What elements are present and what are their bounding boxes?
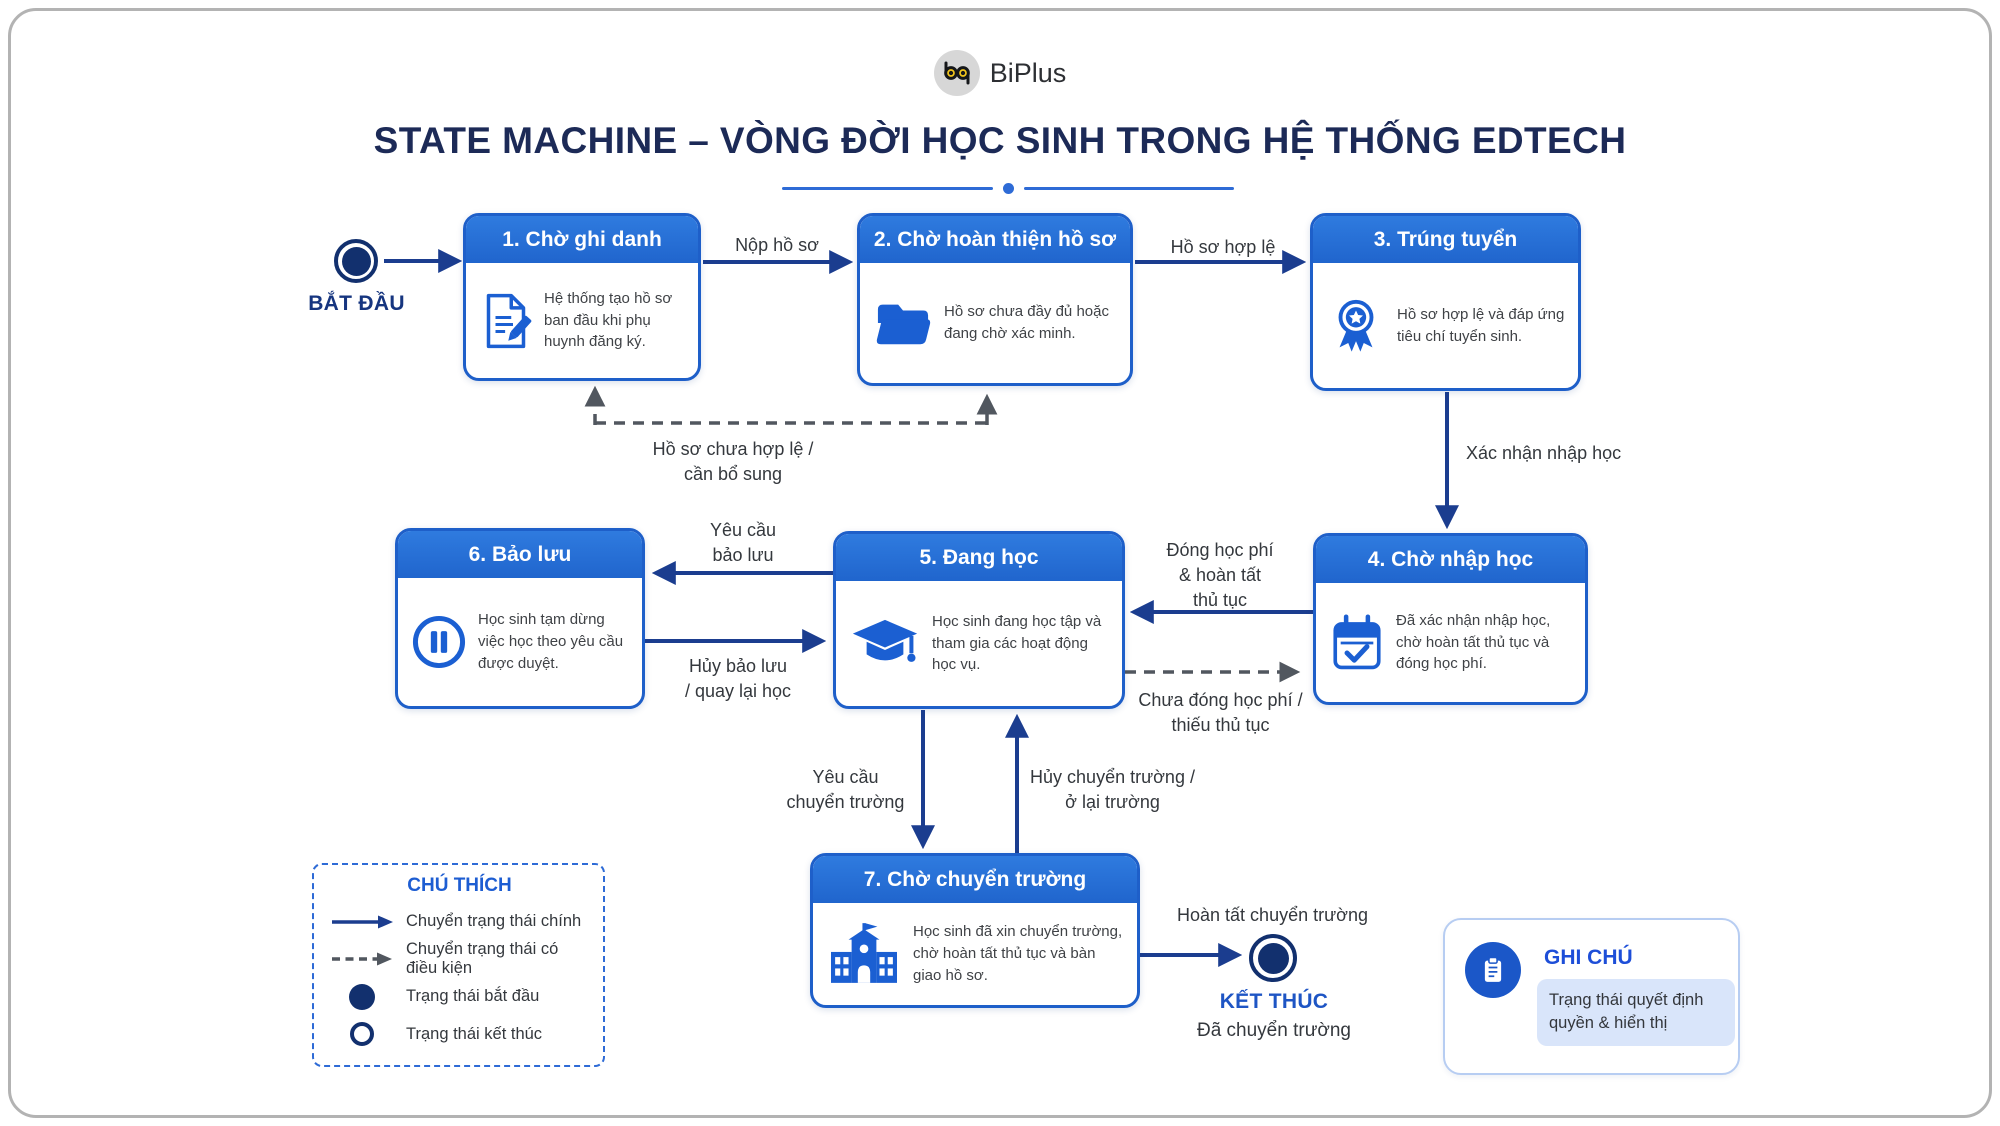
state-7-description: Học sinh đã xin chuyển trường, chờ hoàn … [913, 923, 1123, 984]
label-xac-nhan-nhap-hoc: Xác nhận nhập học [1466, 443, 1622, 463]
legend-item-end-state: Trạng thái kết thúc [330, 1016, 589, 1054]
state-5-description: Học sinh đang học tập và tham gia các ho… [932, 612, 1102, 674]
state-3-description: Hồ sơ hợp lệ và đáp ứng tiêu chí tuyển s… [1397, 305, 1565, 345]
legend-item-label: Trạng thái kết thúc [406, 1024, 543, 1043]
clipboard-icon [1465, 942, 1521, 998]
legend-item-label: Chuyển trạng thái có điều kiện [406, 940, 559, 978]
legend-item-conditional-transition: Chuyển trạng thái có điều kiện [330, 940, 589, 979]
start-node-label: BẮT ĐẦU [308, 292, 405, 315]
page-title: STATE MACHINE – VÒNG ĐỜI HỌC SINH TRONG … [373, 120, 1627, 161]
label-huy-bao-luu: Hủy bảo lưu / quay lại học [684, 656, 792, 702]
underline-dot [1002, 183, 1014, 194]
end-state-icon [330, 1022, 394, 1047]
state-4-title: 4. Chờ nhập học [1316, 536, 1585, 583]
note-box: GHI CHÚ Trạng thái quyết định quyền & hi… [1443, 918, 1740, 1075]
label-ho-so-chua-hop-le: Hồ sơ chưa hợp lệ / cần bổ sung [652, 439, 814, 485]
legend-item-start-state: Trạng thái bắt đầu [330, 978, 589, 1016]
brand-name: BiPlus [989, 57, 1067, 88]
legend-item-main-transition: Chuyển trạng thái chính [330, 903, 589, 941]
start-state-icon [330, 983, 394, 1010]
end-node-fill [1257, 942, 1289, 974]
state-3-title: 3. Trúng tuyển [1313, 216, 1578, 263]
legend-item-label: Trạng thái bắt đầu [406, 987, 540, 1006]
label-dong-hoc-phi: Đóng học phí & hoàn tất thủ tục [1166, 540, 1274, 611]
state-1-cho-ghi-danh: 1. Chờ ghi danh Hệ thống tạo hồ sơ ban đ… [463, 213, 701, 381]
state-5-title: 5. Đang học [836, 534, 1122, 581]
state-7-title: 7. Chờ chuyển trường [813, 856, 1137, 903]
label-yeu-cau-bao-luu: Yêu cầu bảo lưu [709, 520, 777, 566]
document-edit-icon [478, 291, 534, 351]
state-7-cho-chuyen-truong: 7. Chờ chuyển trường Học [810, 853, 1140, 1008]
note-title: GHI CHÚ [1544, 946, 1633, 969]
legend-title: CHÚ THÍCH [407, 875, 512, 896]
folder-icon [872, 296, 934, 350]
label-hoan-tat-chuyen-truong: Hoàn tất chuyển trường [1177, 905, 1368, 925]
title-underline [782, 183, 1234, 194]
start-node-fill [341, 246, 371, 276]
school-icon [825, 921, 903, 987]
pause-icon [410, 613, 468, 671]
end-node [1249, 934, 1297, 982]
canvas-frame [8, 8, 1992, 1118]
legend: CHÚ THÍCH Chuyển trạng thái chính Chuyển… [312, 863, 605, 1067]
graduation-cap-icon [848, 613, 922, 675]
label-huy-chuyen-truong: Hủy chuyển trường / ở lại trường [1030, 767, 1195, 813]
label-nop-ho-so: Nộp hồ sơ [735, 235, 819, 255]
end-node-sublabel: Đã chuyển trường [1196, 1020, 1352, 1041]
dashed-arrow-icon [330, 951, 394, 967]
state-4-description: Đã xác nhận nhập học, chờ hoàn tất thủ t… [1396, 611, 1551, 673]
state-5-dang-hoc: 5. Đang học Học sinh đang học tập và tha… [833, 531, 1125, 709]
state-6-title: 6. Bảo lưu [398, 531, 642, 578]
calendar-check-icon [1328, 613, 1386, 673]
state-1-description: Hệ thống tạo hồ sơ ban đầu khi phụ huynh… [544, 289, 673, 351]
state-6-description: Học sinh tạm dừng việc học theo yêu cầu … [478, 611, 624, 672]
end-node-label: KẾT THÚC [1219, 990, 1329, 1013]
owl-icon [933, 50, 980, 96]
legend-item-label: Chuyển trạng thái chính [406, 912, 582, 931]
label-yeu-cau-chuyen-truong: Yêu cầu chuyển trường [786, 767, 905, 813]
state-1-title: 1. Chờ ghi danh [466, 216, 698, 263]
medal-icon [1325, 295, 1387, 357]
state-2-description: Hồ sơ chưa đầy đủ hoặc đang chờ xác minh… [944, 303, 1109, 342]
note-text: Trạng thái quyết định quyền & hiển thị [1537, 979, 1735, 1046]
state-6-bao-luu: 6. Bảo lưu Học sinh tạm dừng việc học th… [395, 528, 645, 709]
state-2-title: 2. Chờ hoàn thiện hồ sơ [860, 216, 1130, 263]
label-chua-dong-hoc-phi: Chưa đóng học phí / thiếu thủ tục [1138, 690, 1303, 736]
label-ho-so-hop-le: Hồ sơ hợp lệ [1170, 237, 1276, 257]
state-3-trung-tuyen: 3. Trúng tuyển Hồ sơ hợp lệ và đáp ứng t… [1310, 213, 1581, 391]
start-node [334, 239, 378, 283]
brand-logo: BiPlus [0, 50, 2000, 96]
solid-arrow-icon [330, 914, 394, 930]
state-4-cho-nhap-hoc: 4. Chờ nhập học Đã xác nhận nhập học, ch… [1313, 533, 1588, 705]
state-2-cho-hoan-thien-ho-so: 2. Chờ hoàn thiện hồ sơ Hồ sơ chưa đầy đ… [857, 213, 1133, 386]
